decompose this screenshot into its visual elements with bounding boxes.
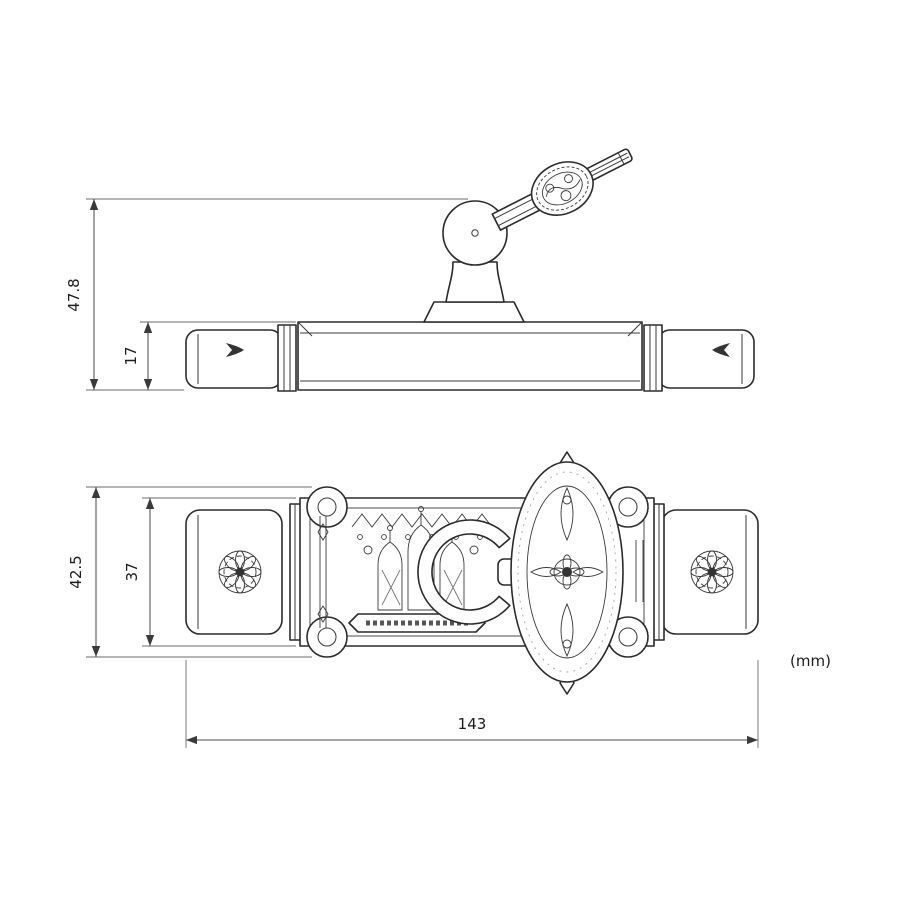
overall-height-label: 47.8 bbox=[65, 278, 83, 311]
key bbox=[491, 148, 633, 231]
units-label: (mm) bbox=[790, 652, 831, 670]
oval-boss bbox=[510, 451, 624, 695]
plate-height-label: 42.5 bbox=[67, 555, 85, 588]
front-view: 42.5 37 143 (mm) bbox=[67, 451, 831, 748]
right-cap-side bbox=[657, 329, 755, 389]
key-bow bbox=[530, 161, 594, 216]
body-bar bbox=[297, 321, 643, 391]
screw-bosses bbox=[306, 486, 649, 658]
base-height-label: 37 bbox=[123, 562, 141, 581]
overall-length-label: 143 bbox=[458, 715, 487, 733]
dimension-plate-height: 42.5 bbox=[67, 486, 312, 658]
dimension-overall-length: 143 bbox=[185, 660, 759, 748]
dimension-overall-height: 47.8 bbox=[65, 198, 468, 391]
right-cap-ornament bbox=[712, 343, 730, 357]
key-mount-bracket bbox=[445, 261, 505, 303]
swing-handle bbox=[417, 519, 511, 625]
dimension-body-thickness: 17 bbox=[122, 321, 296, 390]
key-cylinder bbox=[442, 200, 508, 266]
side-view: 47.8 17 bbox=[65, 148, 755, 392]
key-mount-base bbox=[423, 301, 525, 323]
left-cap-side bbox=[185, 329, 283, 389]
body-thickness-label: 17 bbox=[122, 346, 140, 365]
boss-medallion bbox=[549, 554, 585, 590]
left-cap-front bbox=[185, 509, 283, 635]
left-cap-ornament bbox=[226, 343, 244, 357]
dimension-base-height: 37 bbox=[123, 497, 296, 647]
